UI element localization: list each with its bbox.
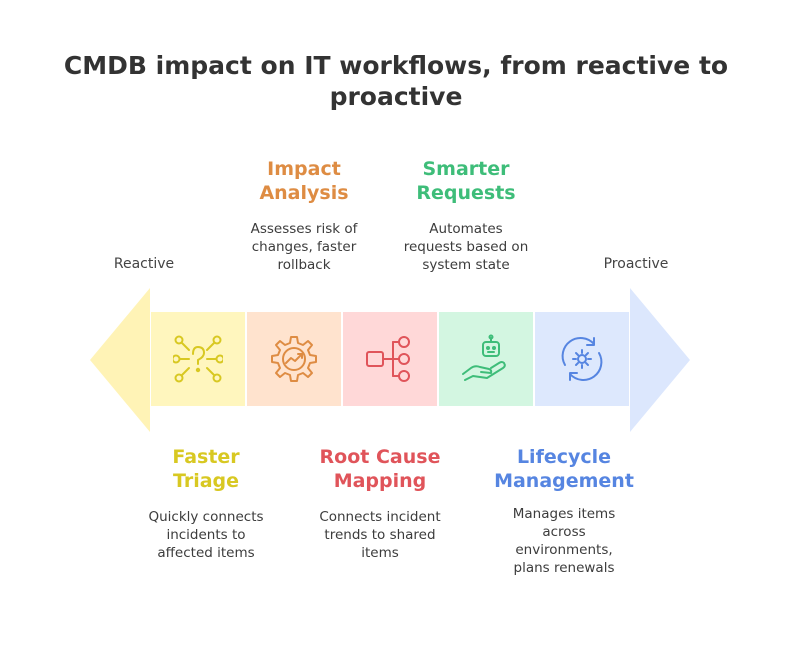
lifecycle-management-title: Lifecycle Management xyxy=(480,445,648,493)
title-line: Triage xyxy=(172,470,240,492)
title-line: Lifecycle xyxy=(516,446,612,468)
impact-analysis-title: Impact Analysis xyxy=(228,157,380,205)
desc-line: across xyxy=(542,524,586,540)
segment-smarter-requests xyxy=(439,312,533,406)
root-cause-mapping-desc: Connects incident trends to shared items xyxy=(300,508,460,562)
segment-impact-analysis xyxy=(247,312,341,406)
segment-root-cause-mapping xyxy=(343,312,437,406)
title-line: Impact xyxy=(267,158,341,180)
desc-line: environments, xyxy=(515,542,613,558)
reactive-label: Reactive xyxy=(113,256,175,272)
gear-chart-icon xyxy=(271,336,317,382)
title-line: Requests xyxy=(416,182,516,204)
faster-triage-title: Faster Triage xyxy=(130,445,282,493)
gear-cycle-icon xyxy=(561,337,603,381)
segment-faster-triage xyxy=(151,312,245,406)
desc-line: system state xyxy=(422,257,510,273)
hierarchy-icon xyxy=(366,336,410,382)
page-title: CMDB impact on IT workflows, from reacti… xyxy=(63,51,729,111)
proactive-label: Proactive xyxy=(603,256,669,272)
desc-line: affected items xyxy=(157,545,255,561)
left-arrow-head xyxy=(90,288,150,432)
title-line: Management xyxy=(494,470,634,492)
root-cause-mapping-title: Root Cause Mapping xyxy=(300,445,460,493)
desc-line: trends to shared xyxy=(324,527,436,543)
desc-line: incidents to xyxy=(166,527,246,543)
segment-lifecycle-management xyxy=(535,312,629,406)
robot-hand-icon xyxy=(462,334,506,381)
question-network-icon xyxy=(173,335,223,383)
desc-line: Assesses risk of xyxy=(250,221,358,237)
title-line: Root Cause xyxy=(319,446,441,468)
title-line: Smarter xyxy=(422,158,510,180)
impact-analysis-desc: Assesses risk of changes, faster rollbac… xyxy=(228,220,380,274)
right-arrow-head xyxy=(630,288,690,432)
title-line: Faster xyxy=(172,446,240,468)
lifecycle-management-desc: Manages items across environments, plans… xyxy=(480,505,648,577)
desc-line: Manages items xyxy=(512,506,616,522)
desc-line: requests based on xyxy=(403,239,529,255)
faster-triage-desc: Quickly connects incidents to affected i… xyxy=(130,508,282,562)
desc-line: rollback xyxy=(277,257,331,273)
desc-line: Automates xyxy=(429,221,503,237)
desc-line: Connects incident xyxy=(319,509,441,525)
desc-line: items xyxy=(361,545,399,561)
desc-line: plans renewals xyxy=(513,560,615,576)
title-line: Mapping xyxy=(333,470,427,492)
desc-line: Quickly connects xyxy=(148,509,264,525)
smarter-requests-desc: Automates requests based on system state xyxy=(386,220,546,274)
smarter-requests-title: Smarter Requests xyxy=(386,157,546,205)
desc-line: changes, faster xyxy=(251,239,357,255)
title-line: Analysis xyxy=(259,182,349,204)
